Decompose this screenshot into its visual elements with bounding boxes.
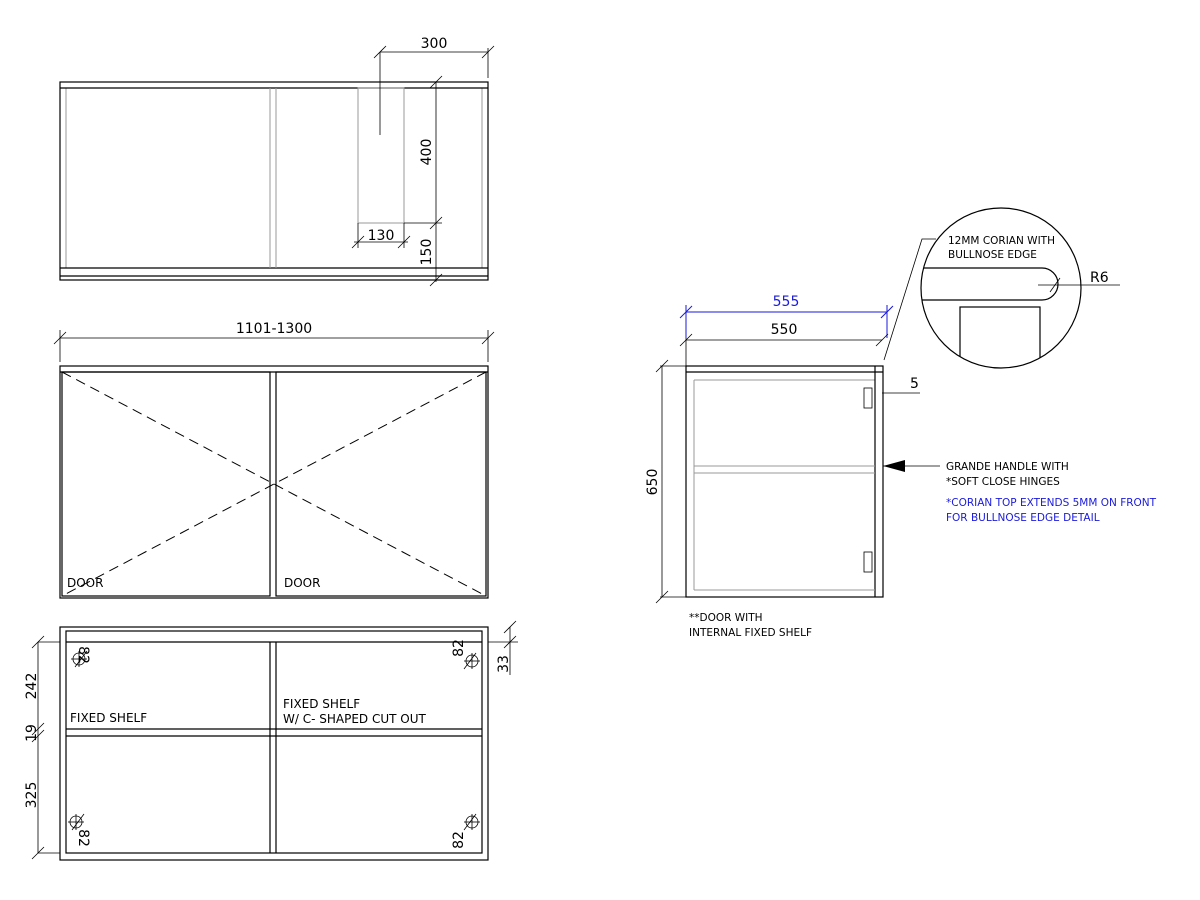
hinge-dim: 82 bbox=[451, 639, 467, 657]
side-view: 555 550 650 5 GRANDE HANDLE WITH *SOFT C… bbox=[645, 294, 1157, 639]
fixed-shelf-cutout-label: FIXED SHELF bbox=[283, 697, 360, 711]
fixed-shelf-label: FIXED SHELF bbox=[70, 711, 147, 725]
arrow-icon bbox=[883, 460, 905, 472]
door-right-label: DOOR bbox=[284, 576, 320, 590]
hinge-icon bbox=[863, 387, 873, 409]
dim-400: 400 bbox=[419, 139, 435, 166]
detail-label: 12MM CORIAN WITH bbox=[948, 235, 1055, 247]
door-note-2: INTERNAL FIXED SHELF bbox=[689, 627, 812, 639]
dim-130: 130 bbox=[368, 228, 395, 244]
hinge-icon bbox=[863, 551, 873, 573]
hinge-marker bbox=[68, 813, 85, 831]
hinge-marker bbox=[463, 652, 480, 670]
corian-note: *CORIAN TOP EXTENDS 5MM ON FRONT bbox=[946, 497, 1157, 509]
handle-note-2: *SOFT CLOSE HINGES bbox=[946, 476, 1060, 488]
dim-overall-width: 1101-1300 bbox=[236, 321, 312, 337]
dim-150: 150 bbox=[419, 239, 435, 266]
dim-33: 33 bbox=[496, 655, 512, 673]
hinge-marker bbox=[71, 650, 88, 668]
hinge-dim: 82 bbox=[451, 831, 467, 849]
hinge-dim: 82 bbox=[75, 829, 91, 847]
dim-242: 242 bbox=[24, 673, 40, 700]
door-note: **DOOR WITH bbox=[689, 612, 763, 624]
hinge-dim: 82 bbox=[75, 646, 91, 664]
dim-650: 650 bbox=[645, 469, 661, 496]
fixed-shelf-cutout-label-2: W/ C- SHAPED CUT OUT bbox=[283, 712, 427, 726]
plan-view: 300 400 150 130 bbox=[59, 36, 495, 287]
dim-550: 550 bbox=[771, 322, 798, 338]
handle-note: GRANDE HANDLE WITH bbox=[946, 461, 1069, 473]
hinge-marker bbox=[463, 813, 480, 831]
front-view: 1101-1300 DOOR DOOR bbox=[53, 321, 495, 599]
corian-note-2: FOR BULLNOSE EDGE DETAIL bbox=[946, 512, 1100, 524]
dim-5: 5 bbox=[910, 376, 919, 392]
dim-325: 325 bbox=[24, 782, 40, 809]
detail-label-2: BULLNOSE EDGE bbox=[948, 249, 1037, 261]
internal-view: 242 19 325 33 82 82 82 82 FIXED SHELF FI… bbox=[24, 620, 518, 861]
bullnose-detail: R6 12MM CORIAN WITH BULLNOSE EDGE bbox=[883, 207, 1120, 369]
dim-300: 300 bbox=[421, 36, 448, 52]
radius-label: R6 bbox=[1090, 270, 1109, 286]
dim-555: 555 bbox=[773, 294, 800, 310]
leader-line bbox=[883, 238, 936, 361]
dim-19: 19 bbox=[24, 724, 40, 742]
door-left-label: DOOR bbox=[67, 576, 103, 590]
